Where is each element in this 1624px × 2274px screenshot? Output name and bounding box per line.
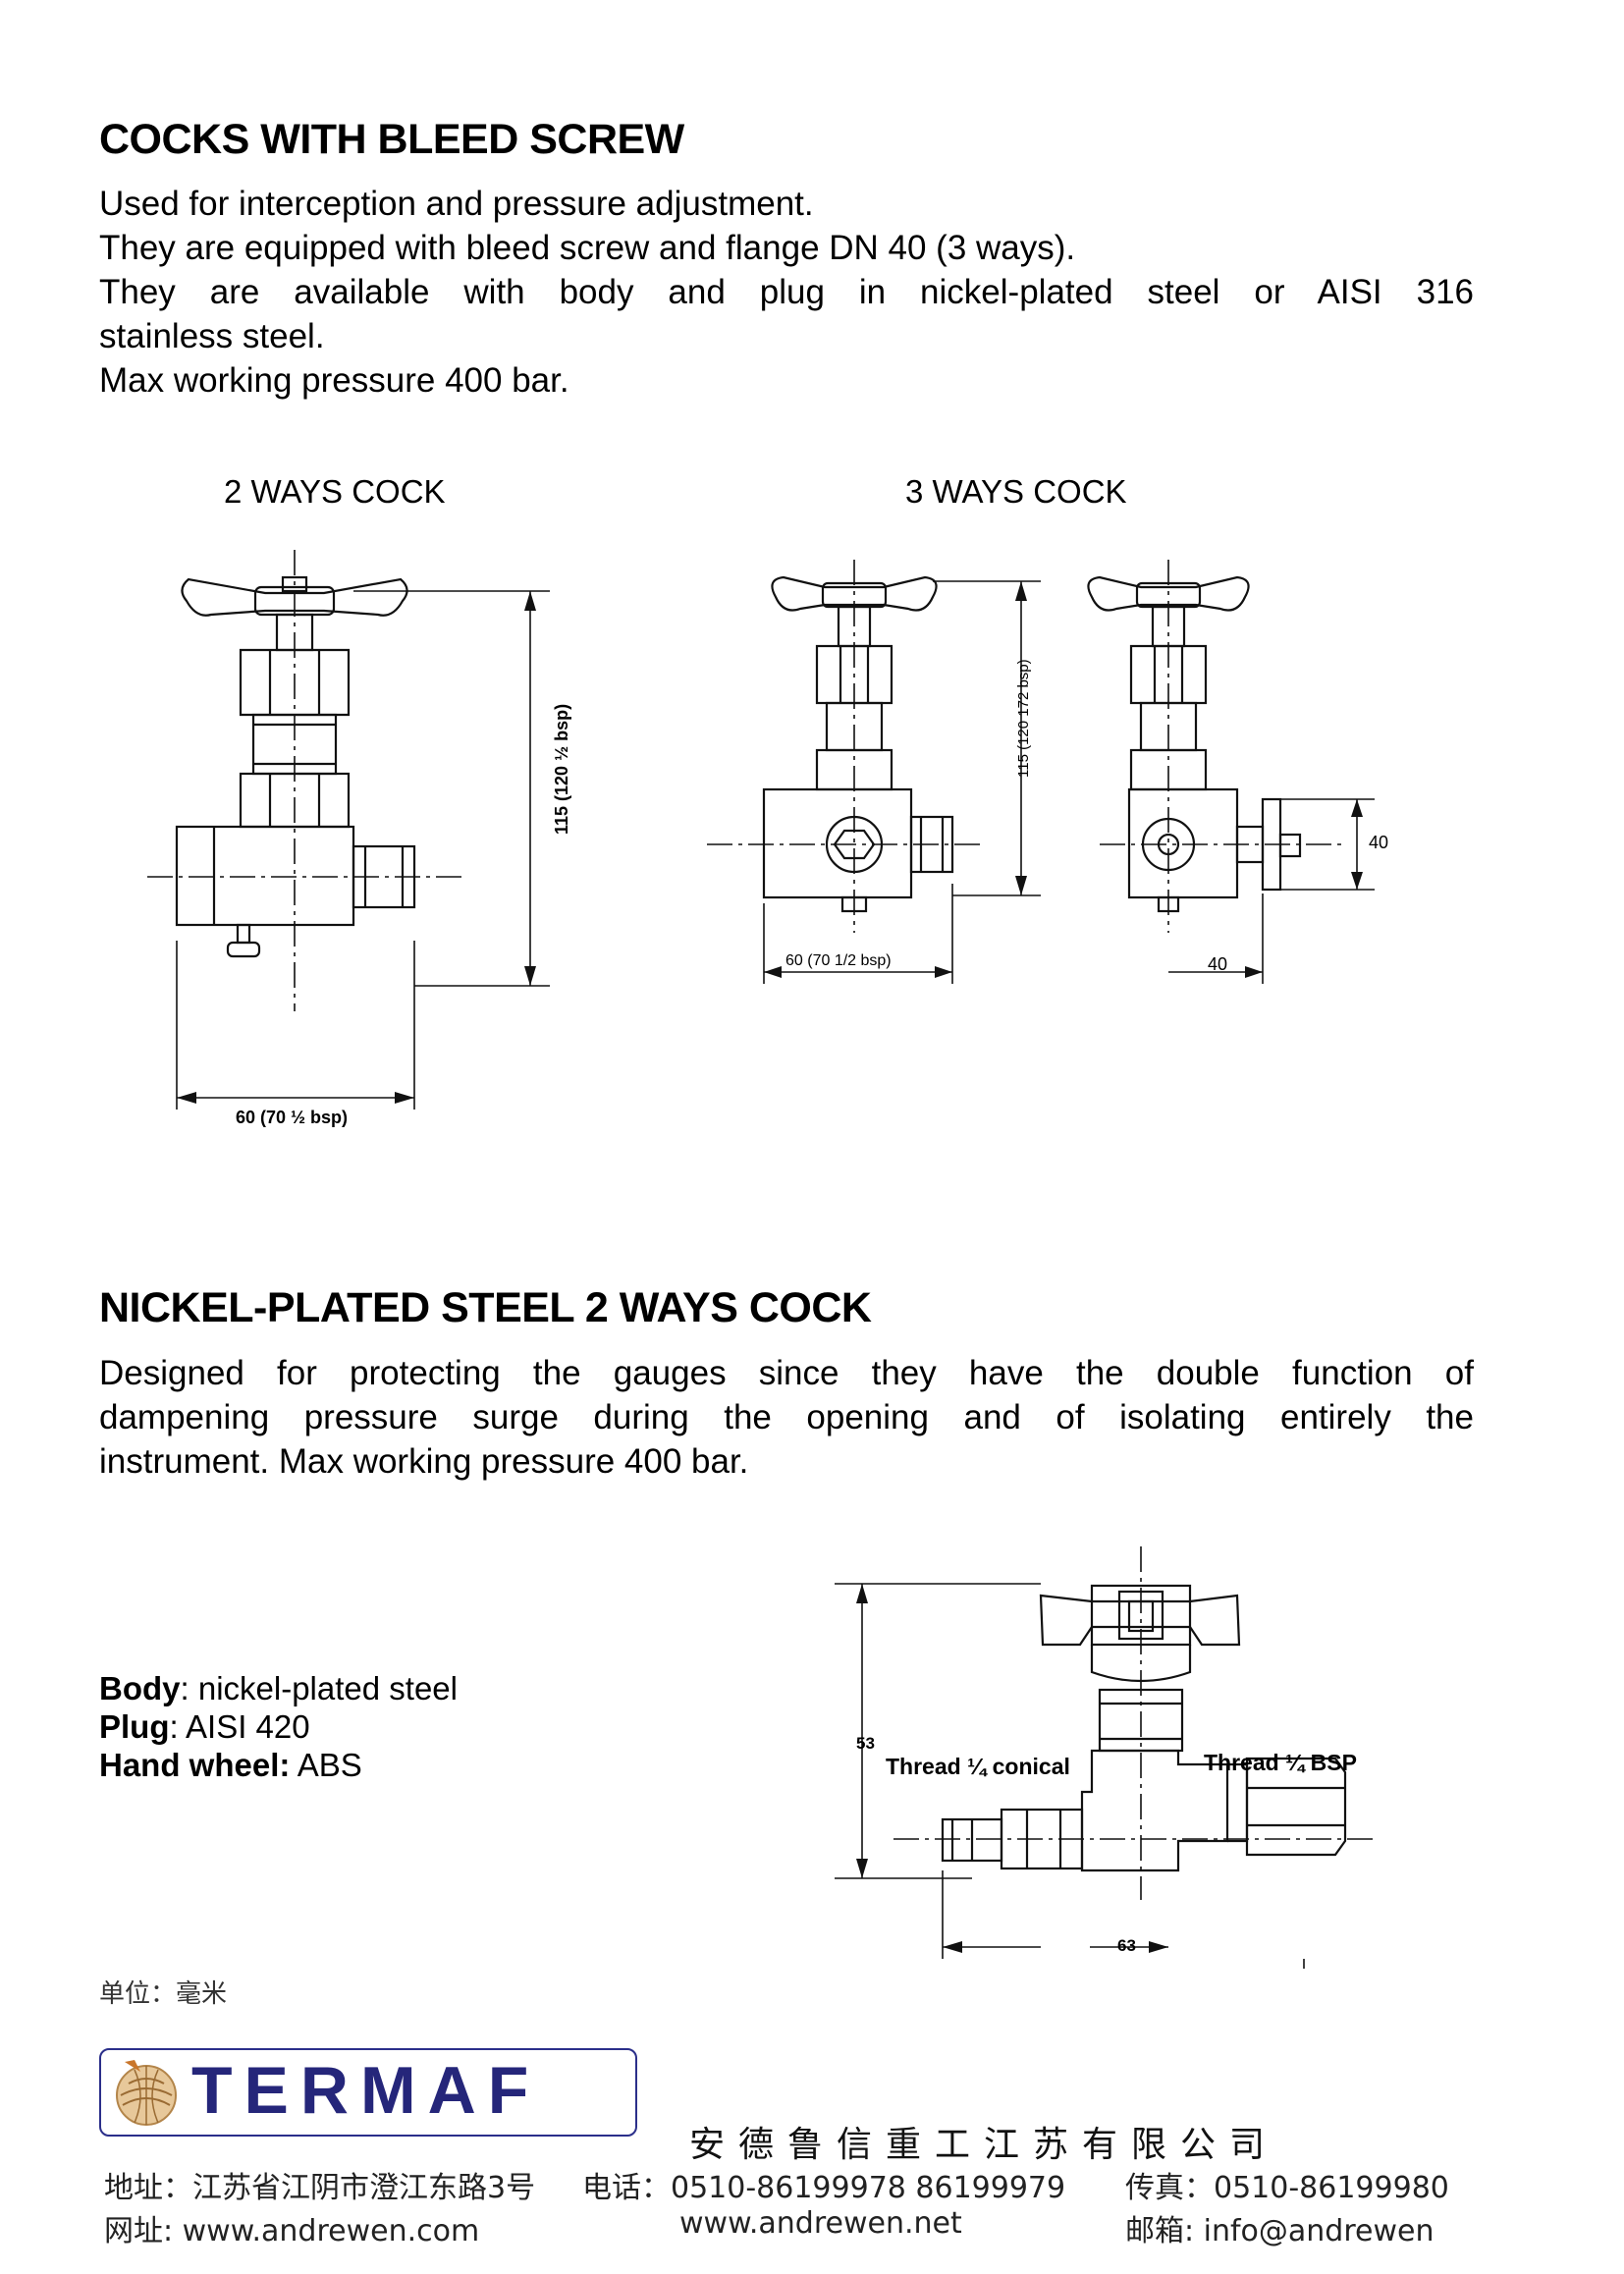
web-value-2[interactable]: www.andrewen.net [679, 2206, 962, 2241]
email-label: 邮箱 [1125, 2214, 1184, 2248]
thread-bsp-label: Thread ¼ BSP [1204, 1750, 1357, 1775]
section2-line-3: instrument. Max working pressure 400 bar… [99, 1442, 749, 1481]
section2-line-1: Designed for protecting the gauges since… [99, 1354, 1474, 1392]
three-ways-height-dim: 115 (120 172 bsp) [1015, 659, 1032, 778]
two-ways-height-dim: 115 (120 ½ bsp) [552, 703, 571, 835]
section1-line-2: They are equipped with bleed screw and f… [99, 229, 1076, 267]
brand-name: TERMAF [191, 2053, 541, 2128]
fax-row: 传真：0510-86199980 [1125, 2163, 1449, 2206]
fax-value: 0510-86199980 [1214, 2171, 1449, 2205]
email-row: 邮箱: info@andrewen [1125, 2206, 1435, 2249]
address-row: 地址：江苏省江阴市澄江东路3号 [104, 2163, 535, 2206]
nickel-width-dim: 63 [1117, 1936, 1136, 1955]
section1-line-1: Used for interception and pressure adjus… [99, 185, 814, 223]
section1-title: COCKS WITH BLEED SCREW [99, 116, 684, 163]
address-value: 江苏省江阴市澄江东路3号 [192, 2171, 536, 2205]
section1-line-3: They are available with body and plug in… [99, 273, 1474, 311]
phone-value: 0510-86199978 86199979 [671, 2171, 1066, 2205]
termaf-logo: TERMAF [99, 2048, 637, 2137]
web-row-2: www.andrewen.net [679, 2206, 962, 2241]
specs-list: Body: nickel-plated steel Plug: AISI 420… [99, 1669, 458, 1784]
web-row: 网址: www.andrewen.com [104, 2206, 479, 2249]
three-ways-width-dim: 60 (70 1/2 bsp) [785, 952, 892, 969]
section1-line-4: stainless steel. [99, 317, 325, 355]
thread-conical-label: Thread ¼ conical [886, 1754, 1070, 1779]
nickel-cock-drawing [835, 1546, 1375, 1969]
phone-row: 电话：0510-86199978 86199979 [582, 2163, 1065, 2206]
two-ways-width-dim: 60 (70 ½ bsp) [236, 1108, 349, 1127]
caption-2-ways-cock: 2 WAYS COCK [224, 473, 446, 510]
three-ways-flange-height-dim: 40 [1369, 833, 1389, 852]
section2-description: Designed for protecting the gauges since… [99, 1351, 1474, 1484]
spec-plug: Plug: AISI 420 [99, 1708, 310, 1745]
three-ways-flange-width-dim: 40 [1208, 954, 1228, 974]
section1-description: Used for interception and pressure adjus… [99, 182, 1474, 403]
section2-title: NICKEL-PLATED STEEL 2 WAYS COCK [99, 1284, 872, 1331]
three-ways-cock-drawing [707, 560, 1375, 984]
unit-note: 单位：毫米 [99, 1979, 228, 2009]
web-label: 网址 [104, 2214, 163, 2248]
spec-hand-wheel: Hand wheel: ABS [99, 1747, 362, 1783]
caption-3-ways-cock: 3 WAYS COCK [905, 473, 1127, 510]
nickel-height-dim: 53 [856, 1734, 875, 1753]
section2-line-2: dampening pressure surge during the open… [99, 1398, 1474, 1436]
section1-line-5: Max working pressure 400 bar. [99, 361, 569, 400]
spec-body: Body: nickel-plated steel [99, 1670, 458, 1706]
fax-label: 传真： [1125, 2171, 1214, 2205]
web-value-1[interactable]: : www.andrewen.com [163, 2214, 480, 2248]
two-ways-cock-drawing [147, 550, 550, 1110]
globe-logo-icon [116, 2060, 177, 2126]
address-label: 地址： [104, 2171, 192, 2205]
phone-label: 电话： [582, 2171, 671, 2205]
company-name: 安德鲁信重工江苏有限公司 [689, 2125, 1279, 2165]
email-value[interactable]: : info@andrewen [1184, 2214, 1435, 2248]
